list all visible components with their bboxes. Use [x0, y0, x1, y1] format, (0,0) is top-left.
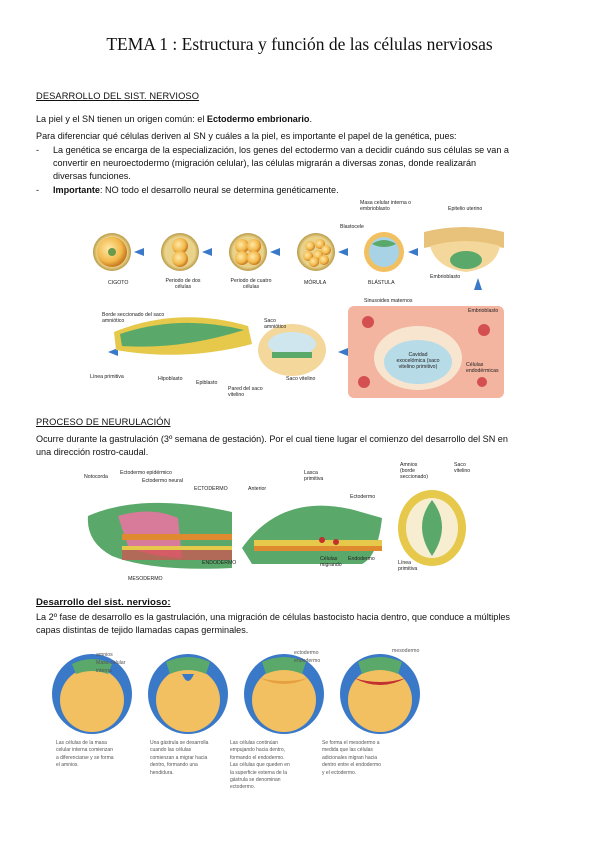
label-interna-3: interna [96, 668, 112, 674]
neurulacion-paragraph: Ocurre durante la gastrulación (3º seman… [36, 434, 508, 457]
ectodermo-term: Ectodermo embrionario [206, 114, 310, 124]
four-cell-stage [229, 233, 267, 271]
label-mesodermo-3: mesodermo [392, 648, 420, 654]
section-heading-desarrollo-sist: Desarrollo del sist. nervioso: [36, 597, 171, 608]
amniotic-sac-section [258, 324, 326, 376]
label-cavidad: Cavidad exocelómica (saco vitelino primi… [396, 352, 440, 370]
label-epitelio: Epitelio uterino [448, 206, 483, 212]
section-heading-neurulacion: PROCESO DE NEURULACIÓN [36, 417, 171, 427]
label-blastula: BLÁSTULA [368, 280, 395, 286]
embryo-disc-right [398, 490, 466, 566]
gastrula-stage-1 [52, 654, 132, 734]
label-amnios: Amnios (borde seccionado) [400, 462, 428, 480]
label-pared-saco: Pared del saco vitelino [228, 386, 263, 398]
gastrulation-figure: amnios Masa celular interna ectodermo en… [50, 648, 450, 738]
gastrulacion-paragraph: La 2º fase de desarrollo es la gastrulac… [36, 612, 510, 635]
label-cigoto: CIGOTO [108, 280, 129, 286]
implantation [424, 227, 504, 272]
list-item: - La genética se encarga de la especiali… [36, 145, 509, 181]
gastrula-stage-2 [148, 654, 228, 734]
label-masa-3: Masa celular [96, 660, 126, 666]
label-dos-celulas: Periodo de dos células [165, 278, 201, 290]
label-masa-celular: Masa celular interna o embrioblasto [360, 200, 412, 212]
label-ectodermo-caps: ECTODERMO [194, 486, 228, 492]
embryo-development-figure: CIGOTO Periodo de dos células Periodo de… [68, 200, 508, 402]
label-endodermo-3: endodermo [294, 658, 321, 664]
label-morula: MÓRULA [304, 280, 327, 286]
label-embrioblasto-2: Embrioblasto [468, 308, 499, 314]
gastrula-stage-4 [340, 654, 420, 734]
sinusoids [348, 306, 504, 398]
label-ecto-neural: Ectodermo neural [142, 478, 183, 484]
label-celulas-migrando: Células migrando [320, 556, 342, 568]
label-embrioblasto: Embrioblasto [430, 274, 461, 280]
neurulation-figure: Notocorda Ectodermo epidérmico Ectodermo… [82, 462, 482, 582]
embryonic-disc [114, 317, 252, 355]
label-notocorda: Notocorda [84, 474, 108, 480]
label-anterior: Anterior [248, 486, 267, 492]
label-amnios-3: amnios [96, 652, 113, 658]
label-mesodermo-caps: MESODERMO [128, 576, 163, 582]
label-linea-primitiva: Línea primitiva [90, 374, 124, 380]
label-saco-vitelino-2: Saco vitelino [454, 462, 471, 474]
morula [297, 233, 335, 271]
label-lasca: Lasca primitiva [304, 470, 324, 482]
label-endodermo: Endodermo [348, 556, 375, 562]
genetics-paragraph: Para diferenciar qué células deriven al … [36, 131, 457, 141]
label-ectodermo-3: ectodermo [294, 650, 319, 656]
two-cell-stage [161, 233, 199, 271]
label-linea-primitiva-2: Línea primitiva [398, 560, 418, 572]
label-borde-seccionado: Borde seccionado del saco amniótico [102, 312, 165, 324]
gastrula-stage-3 [244, 654, 324, 734]
label-hipoblasto: Hipoblasto [158, 376, 183, 382]
label-ectodermo: Ectodermo [350, 494, 376, 500]
label-saco-amniotico: Saco amniótico [264, 318, 287, 330]
label-saco-vitelino: Saco vitelino [286, 376, 316, 382]
label-sinusoides: Sinusoides maternos [364, 298, 413, 304]
embryo-section-left [87, 502, 232, 569]
label-celulas-endodermicas: Células endodérmicas [466, 362, 499, 374]
section-heading-desarrollo: DESARROLLO DEL SIST. NERVIOSO [36, 91, 200, 101]
label-cuatro-celulas: Periodo de cuatro células [230, 278, 272, 290]
label-epiblasto: Epiblasto [196, 380, 218, 386]
cigoto-cell [93, 233, 131, 271]
label-endodermo-caps: ENDODERMO [202, 560, 237, 566]
embryo-section-middle [242, 505, 382, 564]
intro-paragraph: La piel y el SN tienen un origen común: … [36, 114, 312, 124]
label-ecto-epidermico: Ectodermo epidérmico [120, 470, 172, 476]
label-blastocele: Blastocele [340, 224, 364, 230]
page-title: TEMA 1 : Estructura y función de las cél… [106, 34, 493, 54]
blastula [364, 232, 404, 272]
